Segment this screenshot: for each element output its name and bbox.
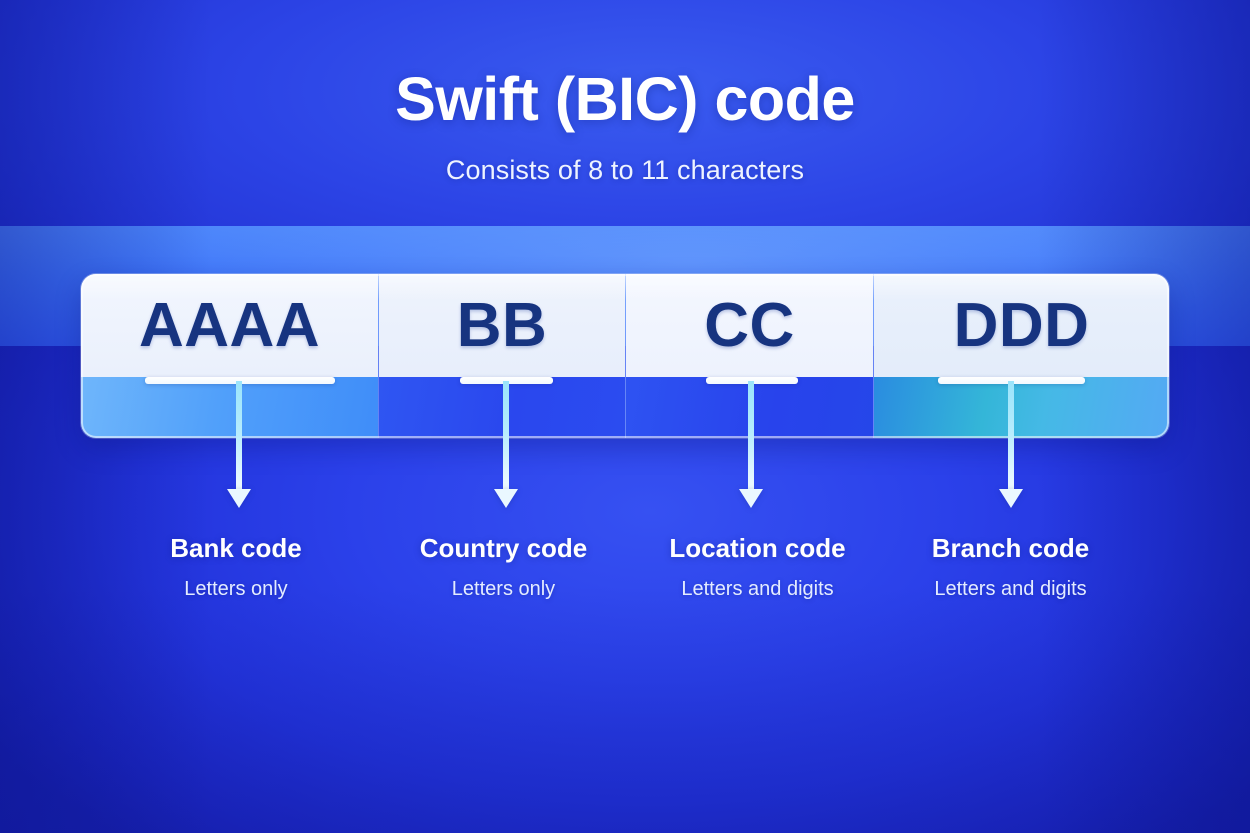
label-branch-code-title: Branch code [931, 533, 1090, 563]
label-location-code-sub: Letters and digits [681, 578, 834, 600]
label-country-code-title: Country code [419, 533, 588, 563]
label-bank-code: Bank code Letters only [81, 533, 391, 601]
label-bank-code-sub: Letters only [184, 578, 288, 600]
label-location-code-title: Location code [669, 533, 846, 563]
background-band-top [0, 0, 1250, 226]
label-country-code: Country code Letters only [351, 533, 656, 601]
label-bank-code-title: Bank code [170, 533, 302, 563]
page-title: Swift (BIC) code [395, 65, 855, 133]
page-subtitle: Consists of 8 to 11 characters [445, 155, 805, 185]
label-country-code-sub: Letters only [451, 578, 556, 600]
label-location-code: Location code Letters and digits [605, 533, 910, 601]
label-branch-code-sub: Letters and digits [934, 578, 1087, 600]
label-branch-code: Branch code Letters and digits [858, 533, 1163, 601]
header: Swift (BIC) code Consists of 8 to 11 cha… [0, 0, 1250, 186]
